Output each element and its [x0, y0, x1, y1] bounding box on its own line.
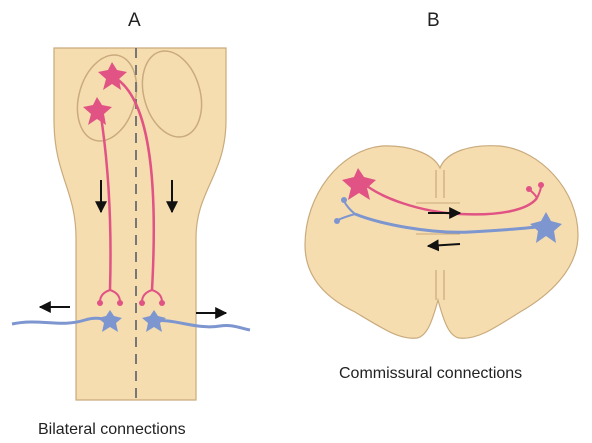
- panel-b-diagram: [305, 146, 578, 339]
- panel-a-diagram: [12, 44, 250, 400]
- panel-b-caption: Commissural connections: [339, 366, 522, 382]
- panel-a-caption: Bilateral connections: [38, 422, 186, 438]
